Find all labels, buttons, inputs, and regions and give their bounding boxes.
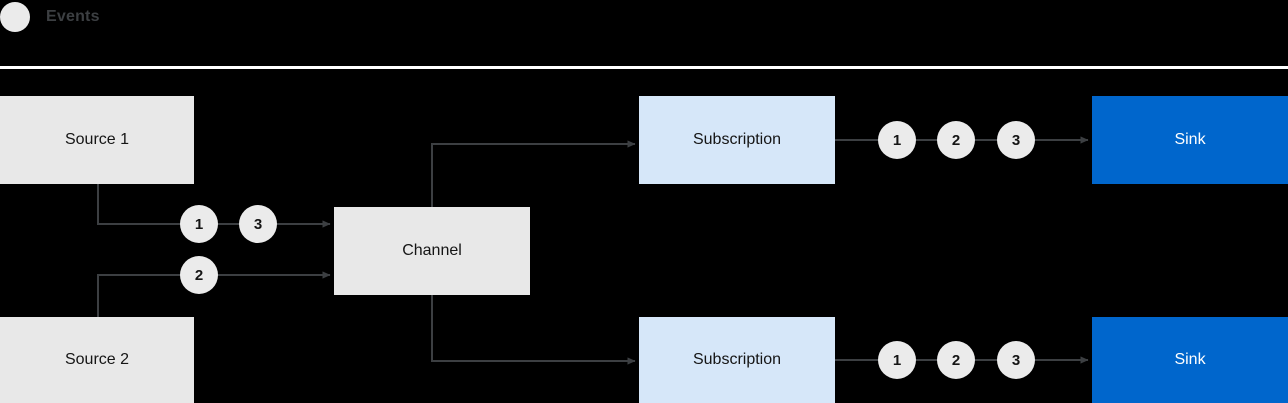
event-label: 3 [1011, 131, 1021, 149]
event-badge: 2 [180, 256, 218, 294]
legend: Events [0, 0, 100, 34]
event-badge: 1 [180, 205, 218, 243]
event-label: 3 [253, 215, 263, 233]
node-label: Sink [1174, 131, 1206, 148]
event-label: 3 [1011, 351, 1021, 369]
event-circle-icon [0, 2, 30, 32]
event-badge: 1 [878, 341, 916, 379]
node-label: Channel [402, 242, 462, 259]
event-label: 2 [194, 266, 204, 284]
node-sink-1[interactable]: Sink [1092, 96, 1288, 184]
event-label: 2 [951, 351, 961, 369]
header-divider [0, 66, 1288, 69]
node-label: Subscription [692, 131, 782, 148]
event-badge: 1 [878, 121, 916, 159]
node-label: Source 2 [64, 351, 130, 368]
node-source-2[interactable]: Source 2 [0, 317, 194, 403]
node-channel[interactable]: Channel [334, 207, 530, 295]
node-label: Source 1 [64, 131, 130, 148]
event-badge: 2 [937, 121, 975, 159]
legend-label: Events [46, 8, 100, 25]
event-badge: 3 [239, 205, 277, 243]
event-label: 1 [892, 351, 902, 369]
event-badge: 2 [937, 341, 975, 379]
node-subscription-2[interactable]: Subscription [639, 317, 835, 403]
node-label: Subscription [692, 351, 782, 368]
event-badge: 3 [997, 341, 1035, 379]
event-label: 1 [194, 215, 204, 233]
event-label: 2 [951, 131, 961, 149]
node-sink-2[interactable]: Sink [1092, 317, 1288, 403]
event-label: 1 [892, 131, 902, 149]
node-subscription-1[interactable]: Subscription [639, 96, 835, 184]
event-badge: 3 [997, 121, 1035, 159]
node-label: Sink [1174, 351, 1206, 368]
node-source-1[interactable]: Source 1 [0, 96, 194, 184]
